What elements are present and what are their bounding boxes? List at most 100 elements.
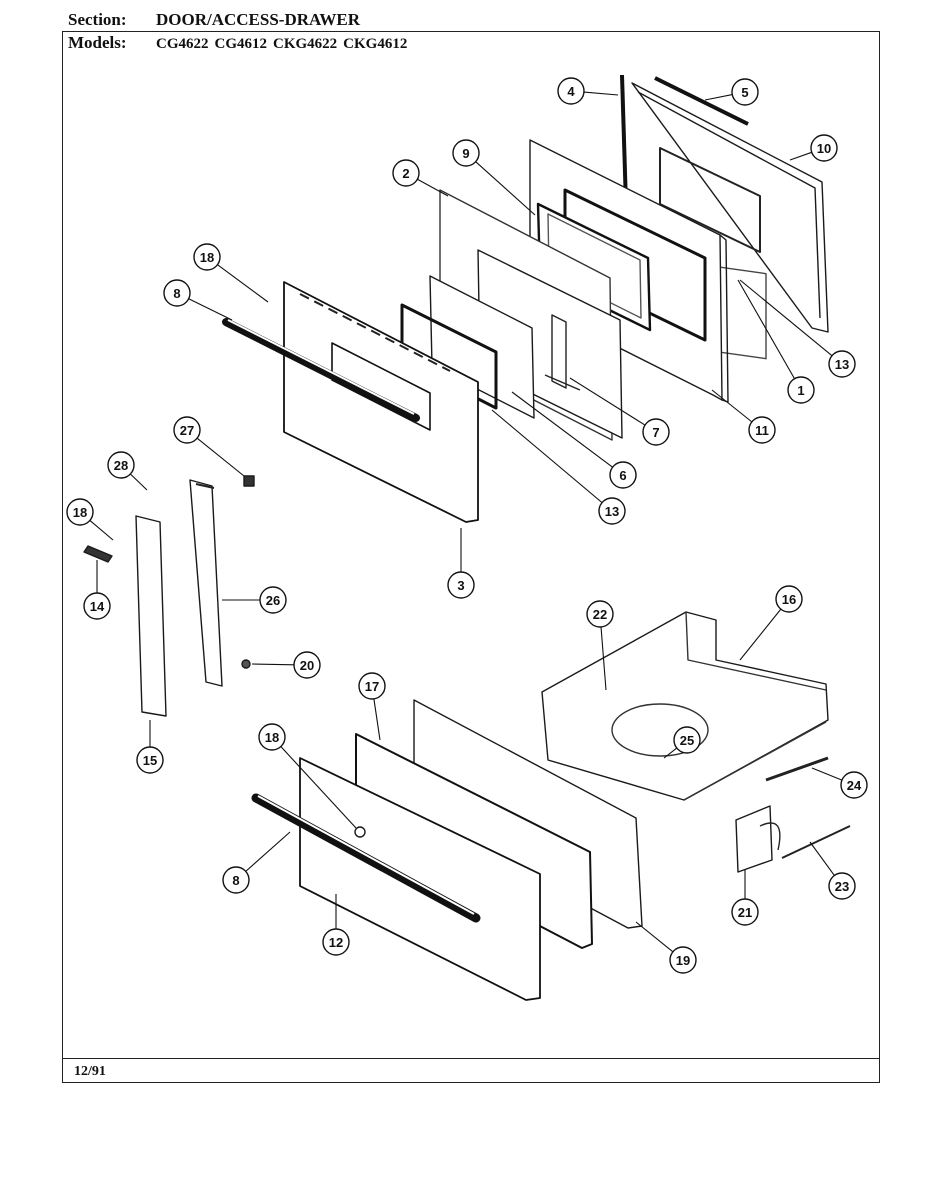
callout-number: 20 bbox=[300, 658, 314, 673]
callout-circle bbox=[609, 461, 637, 489]
drawer-handle-part-8 bbox=[251, 793, 481, 923]
callout-number: 8 bbox=[173, 286, 180, 301]
callout-circle bbox=[586, 600, 614, 628]
leader-line bbox=[739, 608, 782, 661]
drawer-body-part-16 bbox=[541, 611, 829, 801]
callout-number: 7 bbox=[652, 425, 659, 440]
window-gasket-part-13 bbox=[400, 303, 498, 410]
callout-26: 26 bbox=[259, 586, 287, 614]
callout-number: 14 bbox=[90, 599, 105, 614]
leader-line bbox=[511, 391, 613, 468]
clip-part-14 bbox=[83, 545, 113, 563]
callout-circle bbox=[107, 451, 135, 479]
leader-line bbox=[129, 473, 148, 491]
callout-number: 13 bbox=[835, 357, 849, 372]
callout-circle bbox=[731, 78, 759, 106]
leader-line bbox=[663, 747, 678, 759]
callout-number: 26 bbox=[266, 593, 280, 608]
callout-number: 25 bbox=[680, 733, 694, 748]
door-handle-part-8 bbox=[222, 318, 420, 422]
callout-number: 10 bbox=[817, 141, 831, 156]
leader-line bbox=[89, 519, 114, 541]
callout-3: 3 bbox=[447, 571, 475, 599]
callout-number: 22 bbox=[593, 607, 607, 622]
section-label: Section: bbox=[68, 10, 127, 29]
callout-18: 18 bbox=[258, 723, 286, 751]
leader-line bbox=[373, 698, 381, 741]
side-trim-part-15 bbox=[135, 515, 167, 717]
callout-21: 21 bbox=[731, 898, 759, 926]
callout-circle bbox=[828, 350, 856, 378]
leader-line bbox=[739, 279, 833, 357]
footer-divider bbox=[62, 1058, 880, 1059]
callout-circle bbox=[259, 586, 287, 614]
leader-line bbox=[809, 841, 835, 876]
leader-line bbox=[251, 663, 295, 666]
callout-11: 11 bbox=[748, 416, 776, 444]
callout-circle bbox=[136, 746, 164, 774]
drawer-slide-part-24 bbox=[765, 756, 829, 782]
model-number: CKG4612 bbox=[343, 36, 408, 52]
callout-19: 19 bbox=[669, 946, 697, 974]
callout-circle bbox=[293, 651, 321, 679]
callout-circle bbox=[392, 159, 420, 187]
leader-line bbox=[196, 437, 245, 477]
callout-10: 10 bbox=[810, 134, 838, 162]
leader-line bbox=[583, 91, 619, 96]
callout-27: 27 bbox=[173, 416, 201, 444]
callout-circle bbox=[642, 418, 670, 446]
callout-number: 3 bbox=[457, 578, 464, 593]
callout-18: 18 bbox=[66, 498, 94, 526]
callout-number: 18 bbox=[265, 730, 279, 745]
callout-number: 18 bbox=[200, 250, 214, 265]
leader-lines bbox=[89, 91, 843, 953]
section-header: Section: DOOR/ACCESS-DRAWER bbox=[68, 10, 360, 30]
leader-line bbox=[491, 409, 603, 504]
leader-line bbox=[475, 161, 536, 216]
callout-number: 13 bbox=[605, 504, 619, 519]
callout-24: 24 bbox=[840, 771, 868, 799]
leader-line bbox=[188, 298, 233, 321]
callout-17: 17 bbox=[358, 672, 386, 700]
callout-circle bbox=[173, 416, 201, 444]
callout-9: 9 bbox=[452, 139, 480, 167]
callout-circle bbox=[557, 77, 585, 105]
callout-number: 8 bbox=[232, 873, 239, 888]
door-gasket-part-5 bbox=[654, 76, 749, 126]
callout-number: 1 bbox=[797, 383, 804, 398]
model-number: CKG4622 bbox=[273, 36, 338, 52]
diagram-frame bbox=[62, 31, 880, 1083]
leader-line bbox=[569, 377, 646, 426]
leader-line bbox=[600, 626, 607, 691]
leader-line bbox=[737, 279, 796, 379]
model-number: CG4622 bbox=[156, 36, 209, 52]
bracket-part-27 bbox=[243, 475, 255, 487]
callout-number: 24 bbox=[847, 778, 862, 793]
callout-14: 14 bbox=[83, 592, 111, 620]
rod-part-4 bbox=[620, 74, 628, 206]
callout-5: 5 bbox=[731, 78, 759, 106]
callout-circle bbox=[828, 872, 856, 900]
callout-number: 12 bbox=[329, 935, 343, 950]
callout-circle bbox=[447, 571, 475, 599]
callout-circle bbox=[673, 726, 701, 754]
callout-circle bbox=[810, 134, 838, 162]
drawer-screw-part-18 bbox=[354, 826, 366, 838]
callout-circle bbox=[358, 672, 386, 700]
models-label: Models: bbox=[68, 33, 127, 52]
callout-circle bbox=[66, 498, 94, 526]
screw-part-20 bbox=[241, 659, 251, 669]
callout-number: 16 bbox=[782, 592, 796, 607]
leader-line bbox=[417, 178, 449, 197]
callout-circle bbox=[669, 946, 697, 974]
callout-8: 8 bbox=[163, 279, 191, 307]
callout-circle bbox=[748, 416, 776, 444]
leader-line bbox=[635, 921, 674, 953]
callout-circle bbox=[775, 585, 803, 613]
callout-18: 18 bbox=[193, 243, 221, 271]
model-number: CG4612 bbox=[214, 36, 268, 52]
models-header: Models: CG4622 CG4612 CKG4622 CKG4612 bbox=[68, 33, 413, 53]
section-title: DOOR/ACCESS-DRAWER bbox=[156, 10, 361, 29]
callout-number: 2 bbox=[402, 166, 409, 181]
